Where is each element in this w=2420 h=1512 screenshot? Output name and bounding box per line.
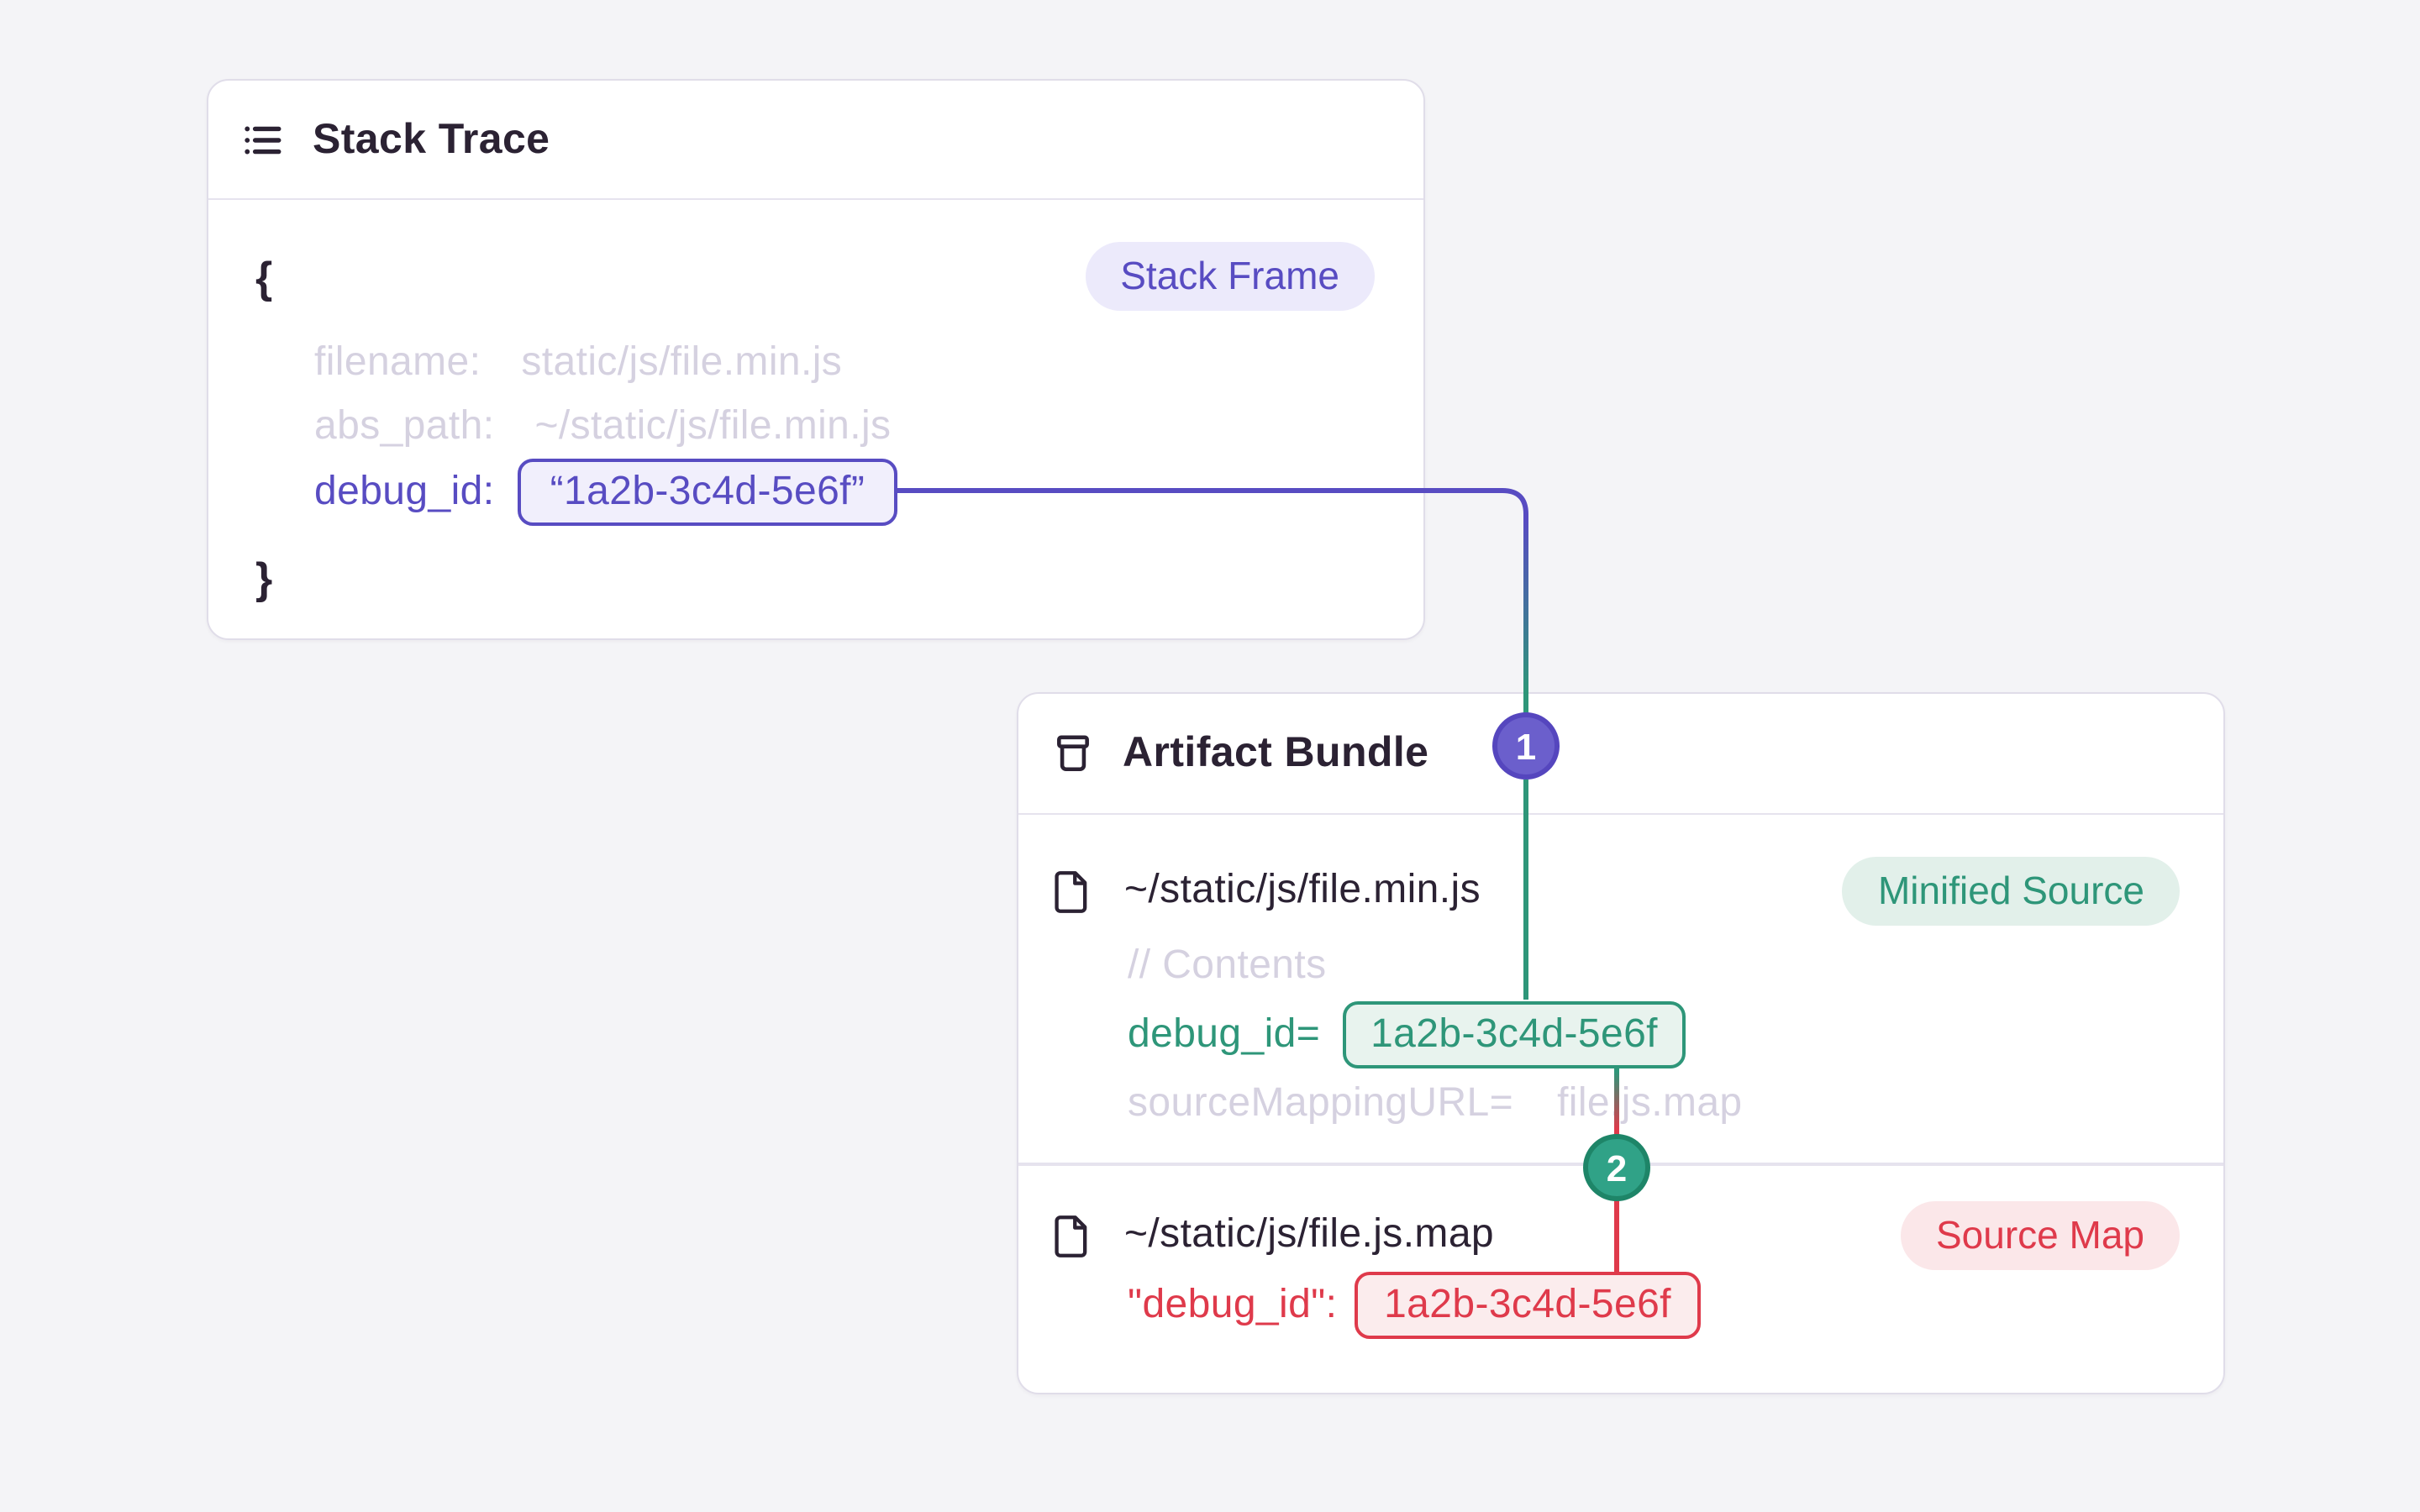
close-brace: } bbox=[255, 553, 273, 603]
artifact-bundle-title: Artifact Bundle bbox=[1123, 729, 1429, 776]
minified-source-badge: Minified Source bbox=[1842, 857, 2180, 926]
contents-comment: // Contents bbox=[1128, 942, 1327, 988]
filename-row: filename: static/js/file.min.js bbox=[314, 339, 842, 386]
sourcemap-debug-id-value-box: 1a2b-3c4d-5e6f bbox=[1355, 1272, 1701, 1339]
open-brace: { bbox=[255, 252, 273, 302]
stack-frame-badge: Stack Frame bbox=[1085, 242, 1375, 311]
sourcemap-path: ~/static/js/file.js.map bbox=[1124, 1211, 1495, 1257]
stack-trace-header: Stack Trace bbox=[208, 81, 1423, 200]
source-map-badge: Source Map bbox=[1900, 1201, 2180, 1270]
bundle-debug-id-label: debug_id= bbox=[1128, 1011, 1321, 1057]
bundle-debug-id-value-box: 1a2b-3c4d-5e6f bbox=[1343, 1001, 1686, 1068]
stack-trace-card: Stack Trace { Stack Frame filename: stat… bbox=[207, 79, 1425, 640]
stack-trace-title: Stack Trace bbox=[313, 115, 550, 162]
list-icon bbox=[242, 118, 284, 160]
debug-id-label: debug_id: bbox=[314, 469, 495, 514]
abs-path-label: abs_path: bbox=[314, 403, 495, 449]
abs-path-row: abs_path: ~/static/js/file.min.js bbox=[314, 403, 891, 450]
row-divider bbox=[1018, 1163, 2223, 1165]
source-mapping-row: sourceMappingURL= file.js.map bbox=[1128, 1079, 1743, 1129]
abs-path-value: ~/static/js/file.min.js bbox=[534, 403, 892, 449]
artifact-bundle-card: Artifact Bundle ~/static/js/file.min.js … bbox=[1017, 692, 2225, 1394]
source-mapping-label: sourceMappingURL= bbox=[1128, 1080, 1514, 1126]
archive-icon bbox=[1052, 732, 1094, 774]
source-mapping-value: file.js.map bbox=[1557, 1080, 1743, 1126]
file-icon-sourcemap bbox=[1052, 1215, 1092, 1258]
filename-label: filename: bbox=[314, 339, 481, 385]
filename-value: static/js/file.min.js bbox=[521, 339, 843, 385]
debug-id-value-box: “1a2b-3c4d-5e6f” bbox=[518, 459, 897, 526]
minified-path: ~/static/js/file.min.js bbox=[1124, 867, 1481, 912]
sourcemap-debug-id-label: "debug_id": bbox=[1128, 1282, 1338, 1327]
artifact-bundle-header: Artifact Bundle bbox=[1018, 694, 2223, 815]
file-icon-minified bbox=[1052, 870, 1092, 914]
